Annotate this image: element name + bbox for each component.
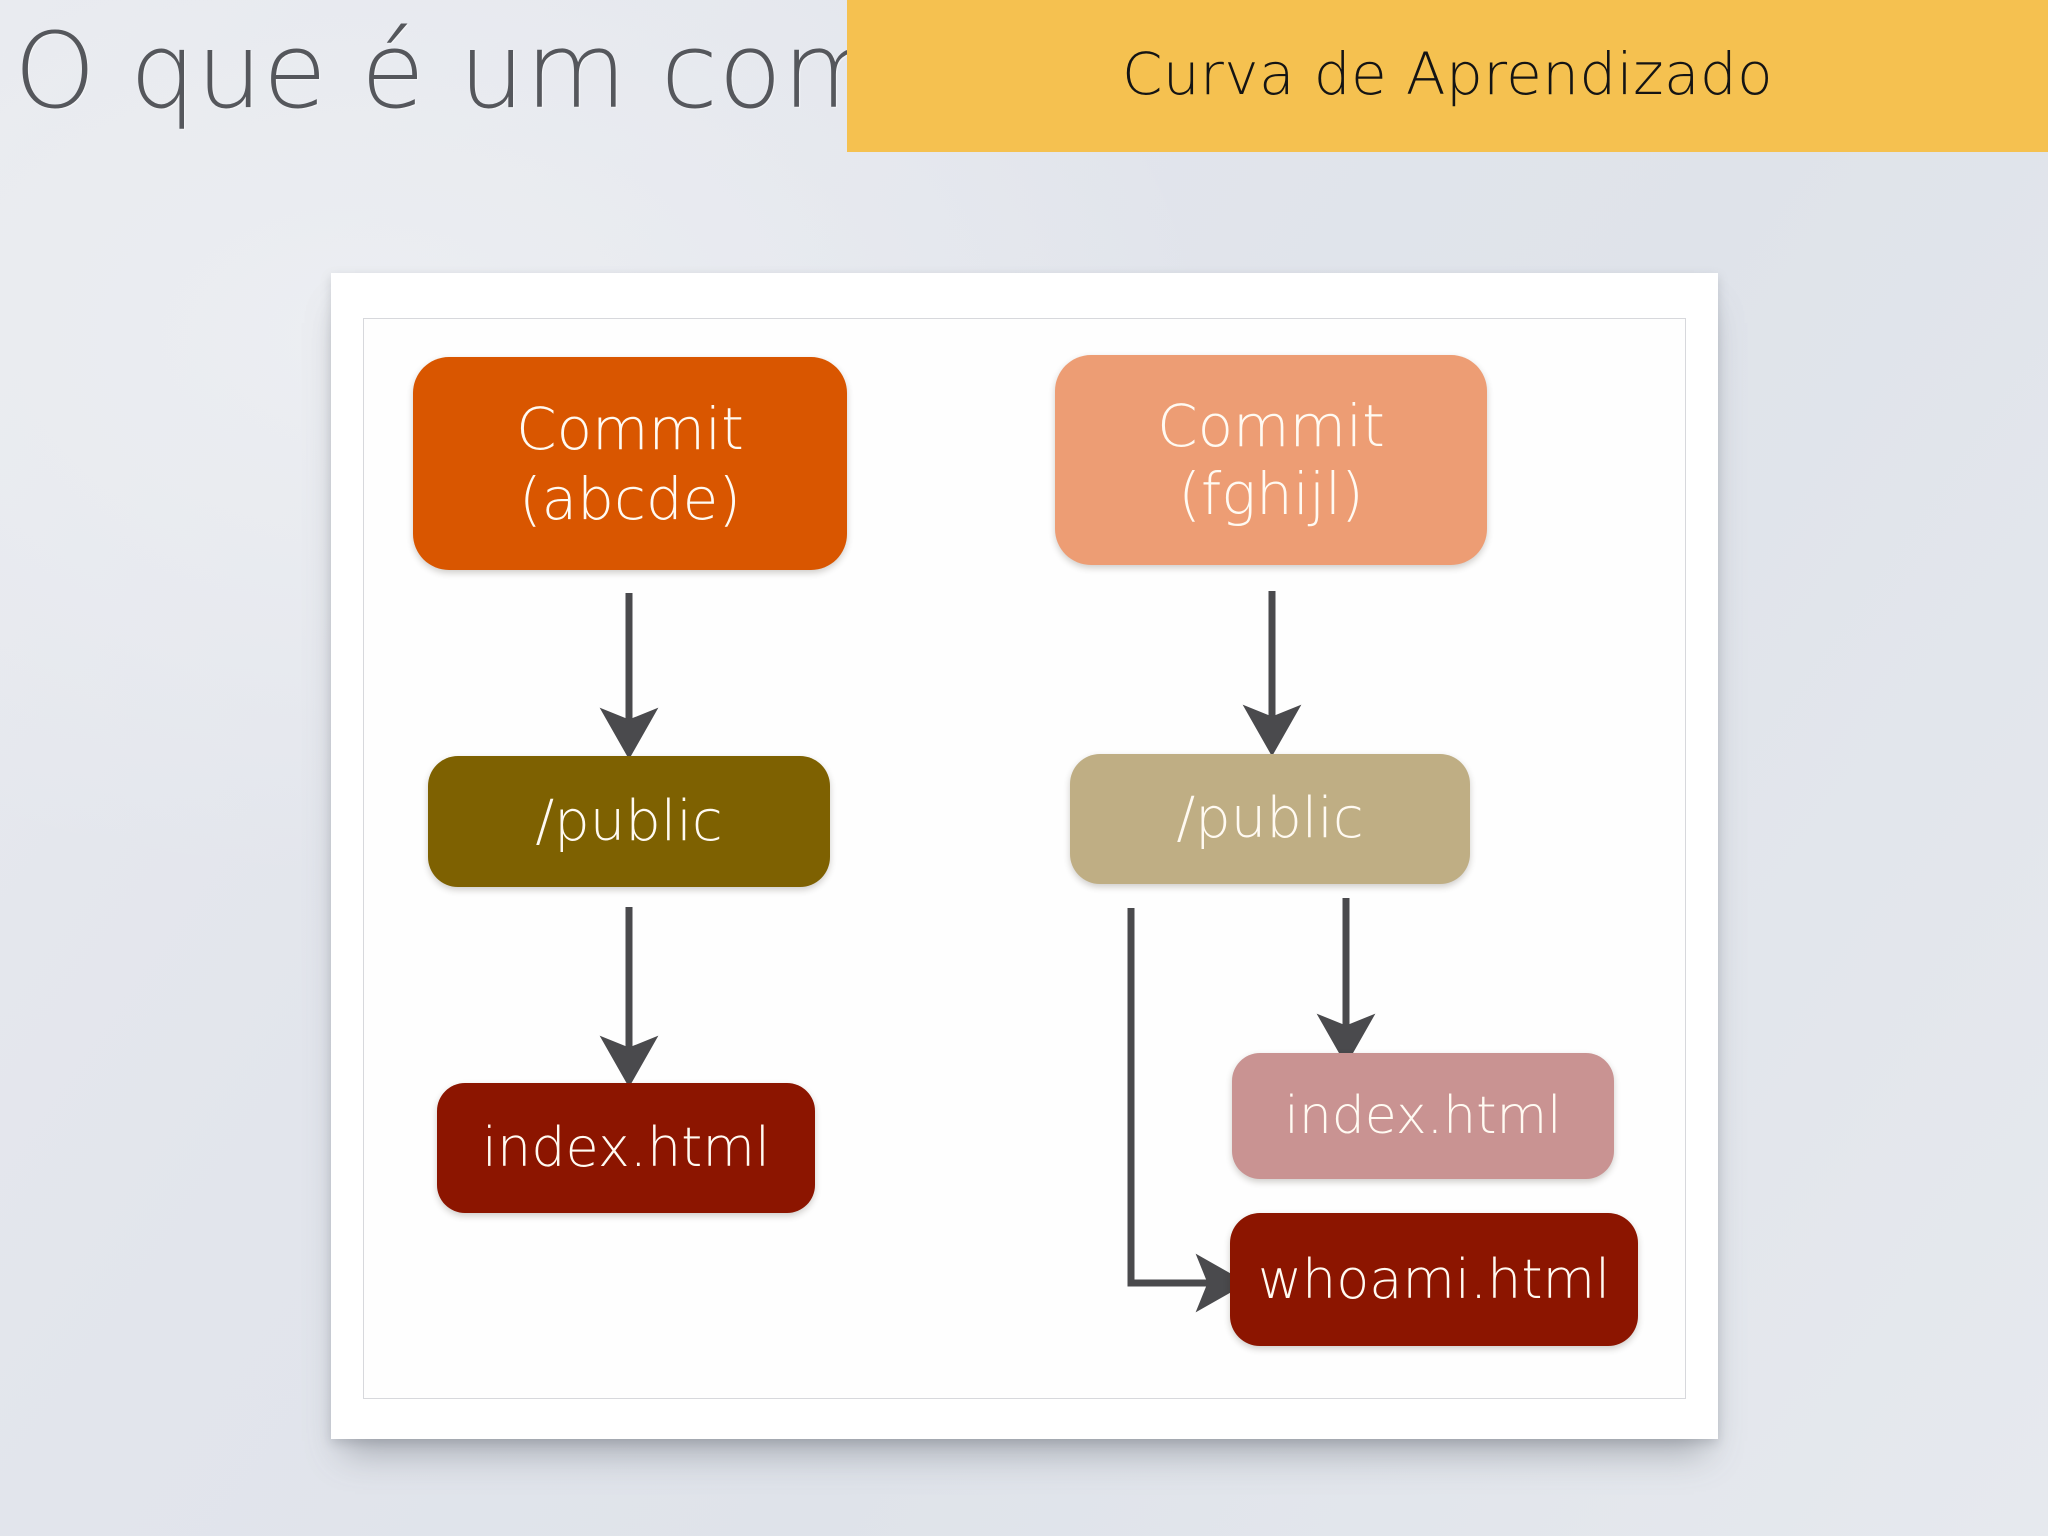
edge-public-right-to-whoami [1127,908,1248,1313]
node-label-line2: (abcde) [518,464,741,533]
node-label-line1: /public [1176,786,1364,851]
node-whoami[interactable]: whoami.html [1230,1213,1638,1346]
node-commit-fghijl[interactable]: Commit (fghijl) [1055,355,1487,565]
node-label-line1: Commit [516,394,744,463]
node-label-line1: whoami.html [1257,1247,1611,1311]
content-card: Commit (abcde) Commit (fghijl) /public /… [331,273,1718,1439]
node-label-line1: /public [535,788,723,854]
node-commit-abcde[interactable]: Commit (abcde) [413,357,847,570]
banner-label: Curva de Aprendizado [1121,40,1774,108]
node-label-line2: (fghijl) [1178,460,1364,528]
node-index-right[interactable]: index.html [1232,1053,1614,1179]
node-label-line1: index.html [482,1116,770,1179]
banner: Curva de Aprendizado [847,0,2048,152]
commit-tree-diagram: Commit (abcde) Commit (fghijl) /public /… [331,273,1718,1439]
node-label-line1: Commit [1157,392,1385,460]
slide-header: O que é um commit? Curva de Aprendizado [0,0,2048,160]
node-index-left[interactable]: index.html [437,1083,815,1213]
node-public-left[interactable]: /public [428,756,830,887]
node-public-right[interactable]: /public [1070,754,1470,884]
node-label-line1: index.html [1284,1086,1562,1146]
